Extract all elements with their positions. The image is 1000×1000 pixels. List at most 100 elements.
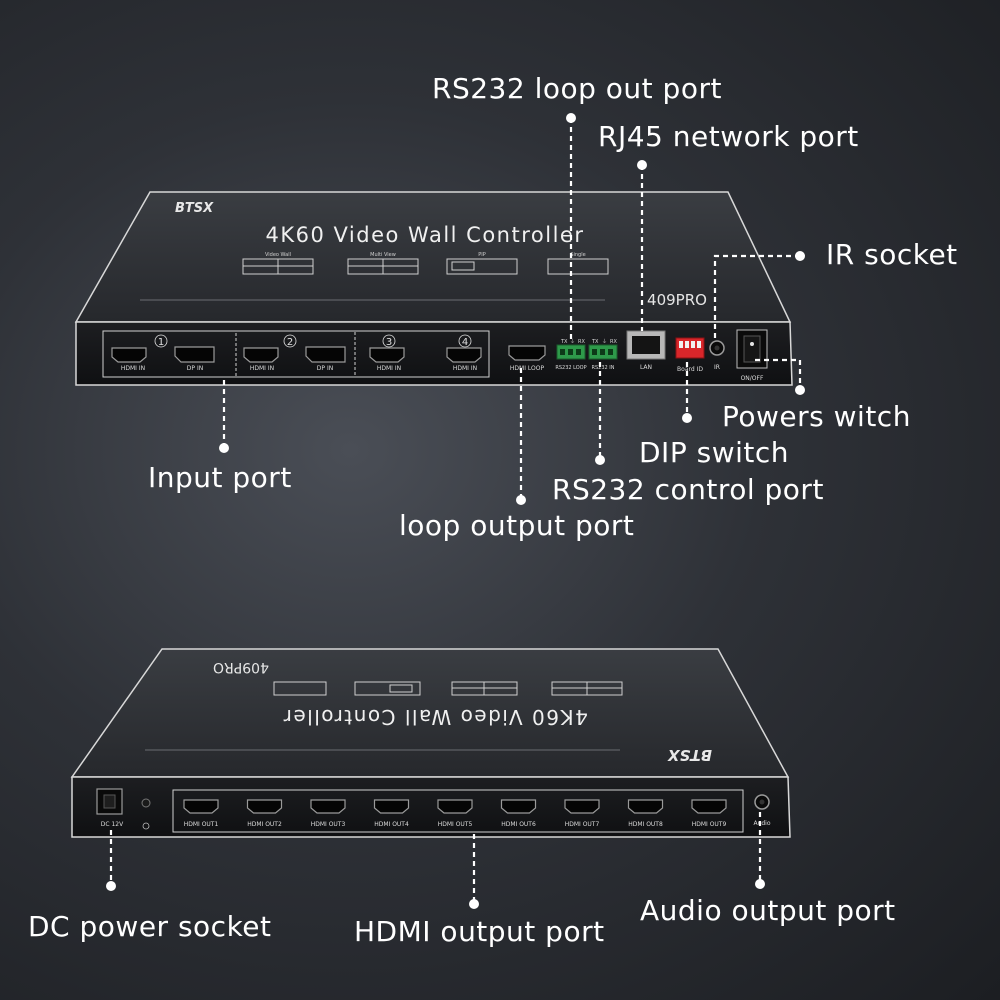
- svg-text:HDMI IN: HDMI IN: [453, 365, 477, 372]
- svg-text:TX: TX: [591, 339, 599, 345]
- bottom-brand-logo: BTSX: [667, 746, 712, 764]
- hdmi-output-label: HDMI OUT8: [628, 821, 663, 828]
- svg-text:TX: TX: [560, 339, 568, 345]
- input-group-2-outline: [235, 330, 356, 378]
- input-group-4: 4 HDMI IN: [446, 334, 482, 372]
- hdmi-loop-port[interactable]: [508, 345, 546, 361]
- hdmi-output-port[interactable]: [500, 799, 537, 814]
- svg-text:HDMI IN: HDMI IN: [121, 365, 145, 372]
- callout-dots: [106, 113, 805, 909]
- callout-rj45: RJ45 network port: [598, 120, 859, 153]
- svg-text:Video Wall: Video Wall: [265, 252, 291, 258]
- callout-dc-power: DC power socket: [28, 910, 272, 943]
- video-wall-mode-icon-flipped: [551, 681, 623, 696]
- hdmi-in-4-port[interactable]: [446, 347, 482, 363]
- lan-port[interactable]: LAN: [626, 330, 666, 371]
- hdmi-output-label: HDMI OUT3: [311, 821, 346, 828]
- input-group-2: 2 HDMI IN DP IN: [243, 334, 346, 372]
- svg-text:Board ID: Board ID: [677, 366, 703, 373]
- svg-text:DP IN: DP IN: [317, 365, 333, 372]
- svg-text:3: 3: [386, 337, 392, 348]
- callout-leaders: [109, 118, 802, 902]
- dp-in-2-port[interactable]: [305, 346, 346, 363]
- svg-text:LAN: LAN: [640, 364, 652, 371]
- power-switch[interactable]: ON/OFF: [736, 329, 768, 382]
- hdmi-output-port[interactable]: [627, 799, 664, 814]
- hdmi-output-port[interactable]: [246, 799, 283, 814]
- hdmi-output-port[interactable]: [437, 799, 473, 814]
- pip-mode-icon-flipped: [354, 681, 421, 696]
- ir-socket[interactable]: IR: [709, 340, 725, 371]
- svg-text:Audio: Audio: [753, 820, 770, 827]
- bottom-unit-front-face: [71, 776, 791, 838]
- video-wall-mode-icon: Video Wall: [242, 252, 314, 275]
- hdmi-output-port[interactable]: [564, 799, 600, 814]
- svg-text:RX: RX: [610, 339, 617, 345]
- top-brand-logo: BTSX: [175, 201, 214, 216]
- svg-text:4: 4: [462, 337, 468, 348]
- svg-text:⏚: ⏚: [570, 338, 575, 345]
- dp-in-1-port[interactable]: [174, 346, 215, 363]
- svg-text:HDMI IN: HDMI IN: [377, 365, 401, 372]
- callout-hdmi-output: HDMI output port: [354, 915, 605, 948]
- single-mode-icon-flipped: [273, 681, 327, 696]
- single-mode-icon: Single: [547, 252, 609, 275]
- callout-power-switch: Powers witch: [722, 400, 911, 433]
- hdmi-output-label: HDMI OUT1: [184, 821, 219, 828]
- dip-switch[interactable]: Board ID: [675, 337, 705, 373]
- leader-power: [755, 358, 802, 390]
- hdmi-output-port[interactable]: [183, 799, 219, 814]
- leader-ir: [713, 254, 800, 338]
- multi-view-mode-icon: Multi View: [347, 252, 419, 275]
- multi-view-mode-icon-flipped: [451, 681, 518, 696]
- input-group-3: 3 HDMI IN: [369, 334, 405, 372]
- hdmi-output-ports: HDMI OUT1 HDMI OUT2 HDMI OUT3 HDMI OUT4 HDMI…: [183, 799, 727, 828]
- svg-text:Single: Single: [570, 252, 585, 258]
- hdmi-output-port[interactable]: [691, 799, 727, 814]
- callout-ir-socket: IR socket: [826, 238, 958, 271]
- svg-text:IR: IR: [714, 364, 720, 371]
- svg-text:RS232 IN: RS232 IN: [592, 365, 615, 371]
- callout-dip-switch: DIP switch: [639, 436, 789, 469]
- bottom-unit: 409PRO 4K60 Video Wall Controller BTSX: [70, 648, 791, 838]
- hdmi-output-label: HDMI OUT9: [692, 821, 727, 828]
- top-unit-front-face: [75, 321, 793, 386]
- rs232-loop-terminal[interactable]: TX ⏚ RX RS232 LOOP: [555, 338, 586, 371]
- hdmi-in-2-port[interactable]: [243, 347, 279, 363]
- svg-text:DC 12V: DC 12V: [101, 821, 124, 828]
- hdmi-output-label: HDMI OUT5: [438, 821, 473, 828]
- top-unit-title: 4K60 Video Wall Controller: [266, 223, 585, 247]
- svg-text:2: 2: [287, 337, 293, 348]
- hdmi-output-port[interactable]: [373, 799, 410, 814]
- svg-text:DP IN: DP IN: [187, 365, 203, 372]
- svg-text:HDMI IN: HDMI IN: [250, 365, 274, 372]
- hdmi-output-label: HDMI OUT7: [565, 821, 600, 828]
- top-unit: BTSX 4K60 Video Wall Controller Video Wa…: [74, 191, 793, 386]
- rs232-in-terminal[interactable]: TX ⏚ RX RS232 IN: [588, 338, 618, 371]
- bottom-model-label: 409PRO: [213, 659, 269, 675]
- callout-loop-output: loop output port: [399, 509, 635, 542]
- hdmi-output-panel-outline: [172, 789, 744, 833]
- hdmi-in-3-port[interactable]: [369, 347, 405, 363]
- hdmi-output-label: HDMI OUT2: [247, 821, 282, 828]
- top-mode-icons: Video Wall Multi View PIP Single: [242, 252, 609, 275]
- svg-text:Multi View: Multi View: [370, 252, 396, 258]
- pip-mode-icon: PIP: [446, 252, 518, 275]
- dc-power-socket[interactable]: DC 12V: [96, 788, 124, 828]
- callout-rs232-loop-out: RS232 loop out port: [432, 72, 722, 105]
- svg-text:PIP: PIP: [478, 252, 486, 258]
- hdmi-loop-label: HDMI LOOP: [510, 365, 545, 372]
- bottom-mode-icons: [273, 681, 623, 696]
- bottom-unit-title: 4K60 Video Wall Controller: [282, 705, 588, 729]
- hdmi-in-1-port[interactable]: [111, 347, 147, 363]
- hdmi-output-port[interactable]: [310, 799, 346, 814]
- hdmi-output-label: HDMI OUT4: [374, 821, 409, 828]
- input-group-1: 1 HDMI IN DP IN: [111, 334, 215, 372]
- audio-output-jack[interactable]: Audio: [753, 794, 771, 827]
- svg-text:ON/OFF: ON/OFF: [741, 375, 764, 382]
- ground-screw: [141, 798, 151, 830]
- svg-text:⏚: ⏚: [602, 338, 607, 345]
- top-model-label: 409PRO: [647, 291, 707, 309]
- callout-input-port: Input port: [148, 461, 292, 494]
